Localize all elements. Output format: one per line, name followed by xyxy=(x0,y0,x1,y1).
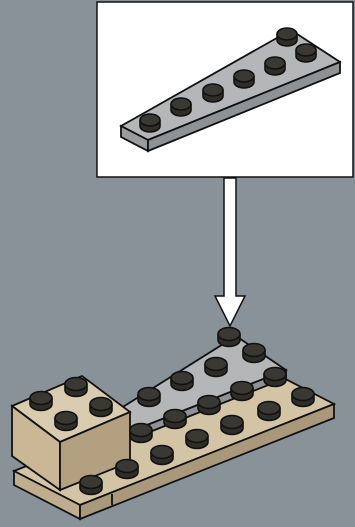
stud xyxy=(205,358,227,377)
stud xyxy=(186,430,208,449)
stud xyxy=(55,412,77,431)
stud xyxy=(130,424,152,443)
stud xyxy=(151,446,173,465)
stud xyxy=(90,398,112,417)
stud xyxy=(218,328,240,347)
stud xyxy=(277,28,297,46)
stud xyxy=(234,70,254,88)
callout-box xyxy=(97,2,353,177)
stud xyxy=(30,392,52,411)
stud xyxy=(221,416,243,435)
stud xyxy=(140,114,160,132)
stud xyxy=(164,410,186,429)
stud xyxy=(80,476,102,495)
stud xyxy=(138,388,160,407)
stud xyxy=(296,44,316,62)
stud xyxy=(243,344,265,363)
stud xyxy=(265,57,285,75)
stud xyxy=(231,382,253,401)
stud xyxy=(264,368,286,387)
stud xyxy=(198,396,220,415)
stud xyxy=(116,460,138,479)
stud xyxy=(258,402,280,421)
stud xyxy=(171,98,191,116)
stud xyxy=(292,388,314,407)
stud xyxy=(203,84,223,102)
stud xyxy=(65,378,87,397)
stud xyxy=(171,372,193,391)
